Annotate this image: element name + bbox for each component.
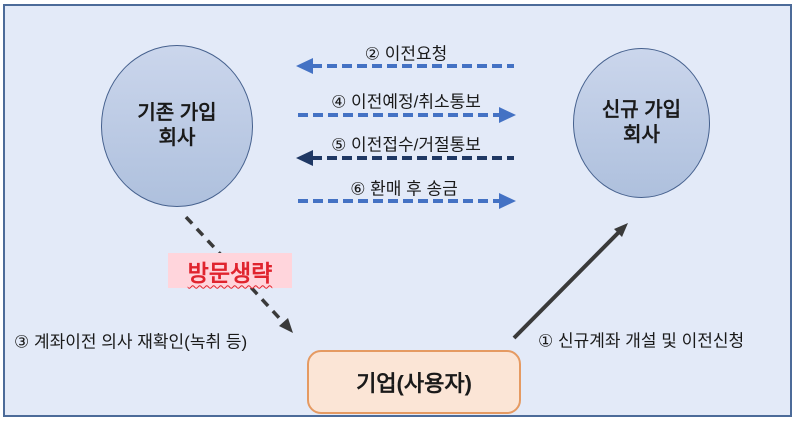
node-existing-company: 기존 가입 회사 <box>101 45 253 207</box>
new-company-label-line2: 회사 <box>623 124 660 146</box>
employer-box-label: 기업(사용자) <box>356 371 472 396</box>
flow-label-step6: ⑥ 환매 후 송금 <box>350 179 458 199</box>
node-employer-box: 기업(사용자) <box>307 350 521 414</box>
flow-label-step1: ① 신규계좌 개설 및 이전신청 <box>538 331 745 351</box>
flow-label-step5: ⑤ 이전접수/거절통보 <box>331 135 481 155</box>
visit-skip-badge: 방문생략 <box>168 253 292 288</box>
node-new-company: 신규 가입 회사 <box>573 48 710 198</box>
flow-label-step2: ② 이전요청 <box>364 44 448 64</box>
existing-company-label-line2: 회사 <box>158 127 196 149</box>
existing-company-label-line1: 기존 가입 <box>137 102 217 124</box>
flow-label-step3: ③ 계좌이전 의사 재확인(녹취 등) <box>14 332 248 352</box>
visit-skip-badge-label: 방문생략 <box>187 259 273 286</box>
new-company-label-line1: 신규 가입 <box>601 99 682 121</box>
flow-label-step4: ④ 이전예정/취소통보 <box>331 92 481 112</box>
